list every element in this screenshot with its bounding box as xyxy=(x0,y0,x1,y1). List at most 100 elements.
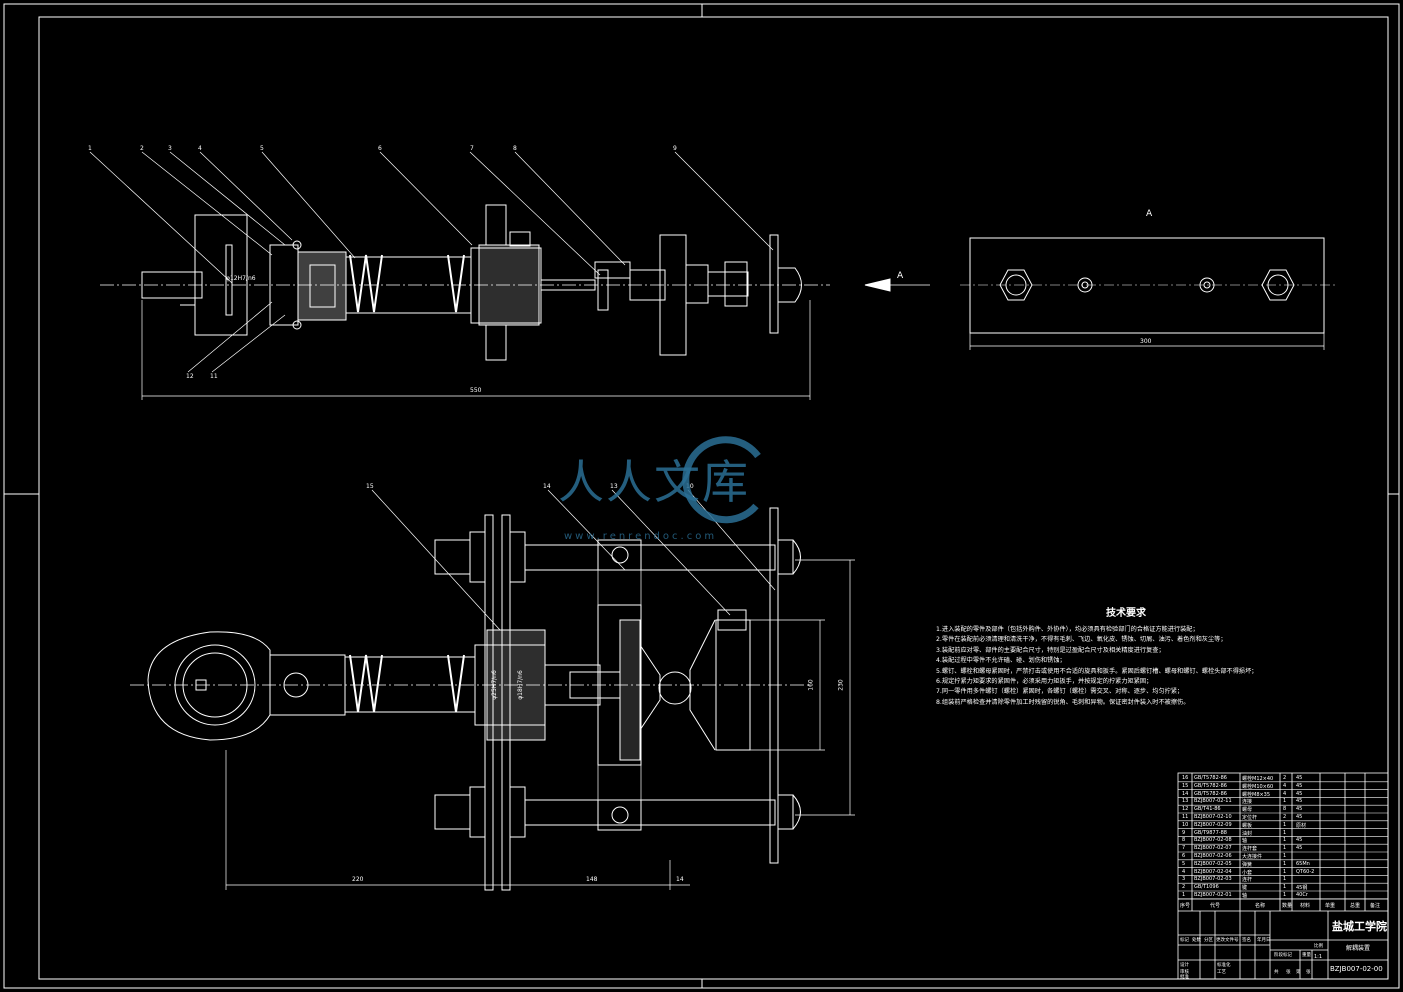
bom-cell-name: 螺栓M10×60 xyxy=(1242,783,1274,790)
callout-1: 1 xyxy=(88,145,92,152)
bom-cell-name: 连接 xyxy=(1242,799,1253,806)
bom-header-code: 代号 xyxy=(1210,903,1221,909)
bom-cell-mat: 45 xyxy=(1296,782,1303,789)
callout-3: 3 xyxy=(168,145,172,152)
bom-header-qty: 数量 xyxy=(1282,903,1293,909)
title-block-frame xyxy=(1177,772,1389,980)
fit-label-bottom-1: φ25H7/n6 xyxy=(490,670,498,700)
title-block-label: 批准 xyxy=(1180,975,1189,980)
bom-cell-qty: 1 xyxy=(1283,845,1287,852)
bom-cell-mat: 45 xyxy=(1296,775,1303,781)
school-name: 盐城工学院 xyxy=(1332,920,1387,933)
bom-cell-code: BZJB007-02-10 xyxy=(1194,814,1232,820)
bom-cell-code: GB/T5782-86 xyxy=(1194,775,1227,781)
bom-cell-name: 螺栓M8×35 xyxy=(1242,791,1271,798)
bom-cell-no: 8 xyxy=(1182,837,1186,844)
bom-cell-no: 3 xyxy=(1182,876,1186,883)
callout-11: 11 xyxy=(210,373,218,380)
dim-148: 148 xyxy=(586,876,598,883)
callout-6: 6 xyxy=(378,145,382,152)
dim-14: 14 xyxy=(676,876,684,883)
bom-cell-mat: 原材 xyxy=(1296,822,1307,829)
bom-cell-qty: 4 xyxy=(1283,790,1287,797)
bom-cell-no: 5 xyxy=(1182,860,1186,867)
title-block-label: 工艺 xyxy=(1217,970,1226,975)
tech-line-6: 6.规定拧紧力矩要求的紧固件，必须采用力矩扳手，并按规定的拧紧力矩紧固； xyxy=(936,678,1153,686)
bom-cell-no: 12 xyxy=(1182,806,1189,813)
bom-cell-no: 11 xyxy=(1182,814,1189,820)
bom-header-mat: 材料 xyxy=(1300,903,1311,909)
title-block-label: 标记 xyxy=(1180,938,1189,943)
bom-cell-qty: 1 xyxy=(1283,884,1287,891)
callout-9: 9 xyxy=(673,145,677,152)
watermark: 人人文库 www.renrendoc.com xyxy=(558,428,838,548)
title-block-label: 审核 xyxy=(1180,970,1189,975)
bom-cell-name: 连杆 xyxy=(1242,877,1253,884)
bom-cell-no: 2 xyxy=(1182,884,1186,891)
title-block-label: 第 xyxy=(1296,970,1301,975)
bom-cell-name: 轴 xyxy=(1242,893,1248,899)
bom-cell-name: 定位杆 xyxy=(1242,815,1258,821)
bom-cell-qty: 1 xyxy=(1283,798,1287,805)
bom-cell-mat: 45 xyxy=(1296,845,1303,852)
bom-cell-code: BZJB007-02-04 xyxy=(1194,868,1232,875)
callout-12: 12 xyxy=(186,373,194,380)
title-block-label: 标准化 xyxy=(1217,963,1231,968)
bom-header-no: 序号 xyxy=(1180,903,1191,909)
tech-title: 技术要求 xyxy=(1106,608,1146,619)
title-block-label: 比例 xyxy=(1314,944,1323,949)
bom-cell-code: BZJB007-02-07 xyxy=(1194,845,1232,852)
bom-cell-qty: 1 xyxy=(1283,829,1287,836)
bom-header-name: 名称 xyxy=(1255,903,1266,909)
bom-cell-no: 6 xyxy=(1182,853,1186,859)
bom-cell-qty: 2 xyxy=(1283,814,1287,820)
title-block-label: 张 xyxy=(1286,970,1291,975)
title-block-label: 张 xyxy=(1306,970,1311,975)
title-block-label: 签名 xyxy=(1242,938,1251,943)
callout-13: 13 xyxy=(610,483,618,490)
watermark-text: 人人文库 xyxy=(558,455,750,509)
bom-cell-qty: 1 xyxy=(1283,892,1287,898)
tech-line-7: 7.同一零件用多件螺钉（螺栓）紧固时，各螺钉（螺栓）需交叉、对称、逐步、均匀拧紧… xyxy=(936,688,1184,696)
dim-550: 550 xyxy=(470,387,482,394)
bom-cell-mat: 45 xyxy=(1296,806,1303,813)
title-block-label: 处数 xyxy=(1192,938,1201,943)
tech-line-1: 1.进入装配的零件及部件（包括外购件、外协件），均必须具有检验部门的合格证方能进… xyxy=(936,626,1199,633)
bom-cell-qty: 2 xyxy=(1283,775,1287,781)
bom-cell-code: BZJB007-02-03 xyxy=(1194,876,1232,883)
bom-cell-name: 螺栓M12×40 xyxy=(1242,776,1274,782)
callout-14: 14 xyxy=(543,483,551,490)
tech-line-8: 8.组装前严格检查并清除零件加工时残留的锐角、毛刺和异物。保证密封件装入时不被擦… xyxy=(936,698,1190,706)
top-assembly-view xyxy=(89,151,830,400)
dim-160: 160 xyxy=(807,679,815,691)
tech-line-2: 2.零件在装配前必须清理和清洗干净，不得有毛刺、飞边、氧化皮、锈蚀、切屑、油污、… xyxy=(936,636,1227,644)
callout-7: 7 xyxy=(470,145,474,152)
bom-cell-mat: QT60-2 xyxy=(1296,868,1315,875)
bom-cell-name: 大连接件 xyxy=(1242,854,1263,860)
bom-cell-no: 14 xyxy=(1182,790,1189,797)
fit-label-top: φ12H7/n6 xyxy=(226,275,256,282)
bom-cell-mat: 40Cr xyxy=(1296,892,1308,898)
bom-cell-no: 1 xyxy=(1182,892,1186,898)
title-block-label: 更改文件号 xyxy=(1216,938,1239,943)
drawing-name: 解耦装置 xyxy=(1346,945,1371,952)
callout-15: 15 xyxy=(366,483,374,490)
bom-cell-code: BZJB007-02-05 xyxy=(1194,860,1232,867)
dim-300: 300 xyxy=(1140,338,1152,345)
callout-4: 4 xyxy=(198,145,202,152)
bom-cell-code: BZJB007-02-08 xyxy=(1194,837,1232,844)
view-arrow-label: A xyxy=(897,271,904,281)
bom-cell-name: 螺母 xyxy=(1242,807,1253,814)
dim-220: 220 xyxy=(352,876,364,883)
bom-cell-no: 9 xyxy=(1182,829,1186,836)
bom-cell-code: BZJB007-02-09 xyxy=(1194,821,1232,828)
bom-cell-code: GB/T5782-86 xyxy=(1194,790,1227,797)
bom-cell-code: BZJB007-02-06 xyxy=(1194,853,1232,859)
bom-cell-qty: 4 xyxy=(1283,782,1287,789)
technical-requirements: 技术要求 1.进入装配的零件及部件（包括外购件、外协件），均必须具有检验部门的合… xyxy=(936,604,1376,708)
bom-cell-name: 连杆套 xyxy=(1242,846,1258,853)
bom-cell-qty: 8 xyxy=(1283,806,1287,813)
bom-header-unitwt: 单重 xyxy=(1325,903,1336,909)
title-block-label: 设计 xyxy=(1180,963,1189,968)
